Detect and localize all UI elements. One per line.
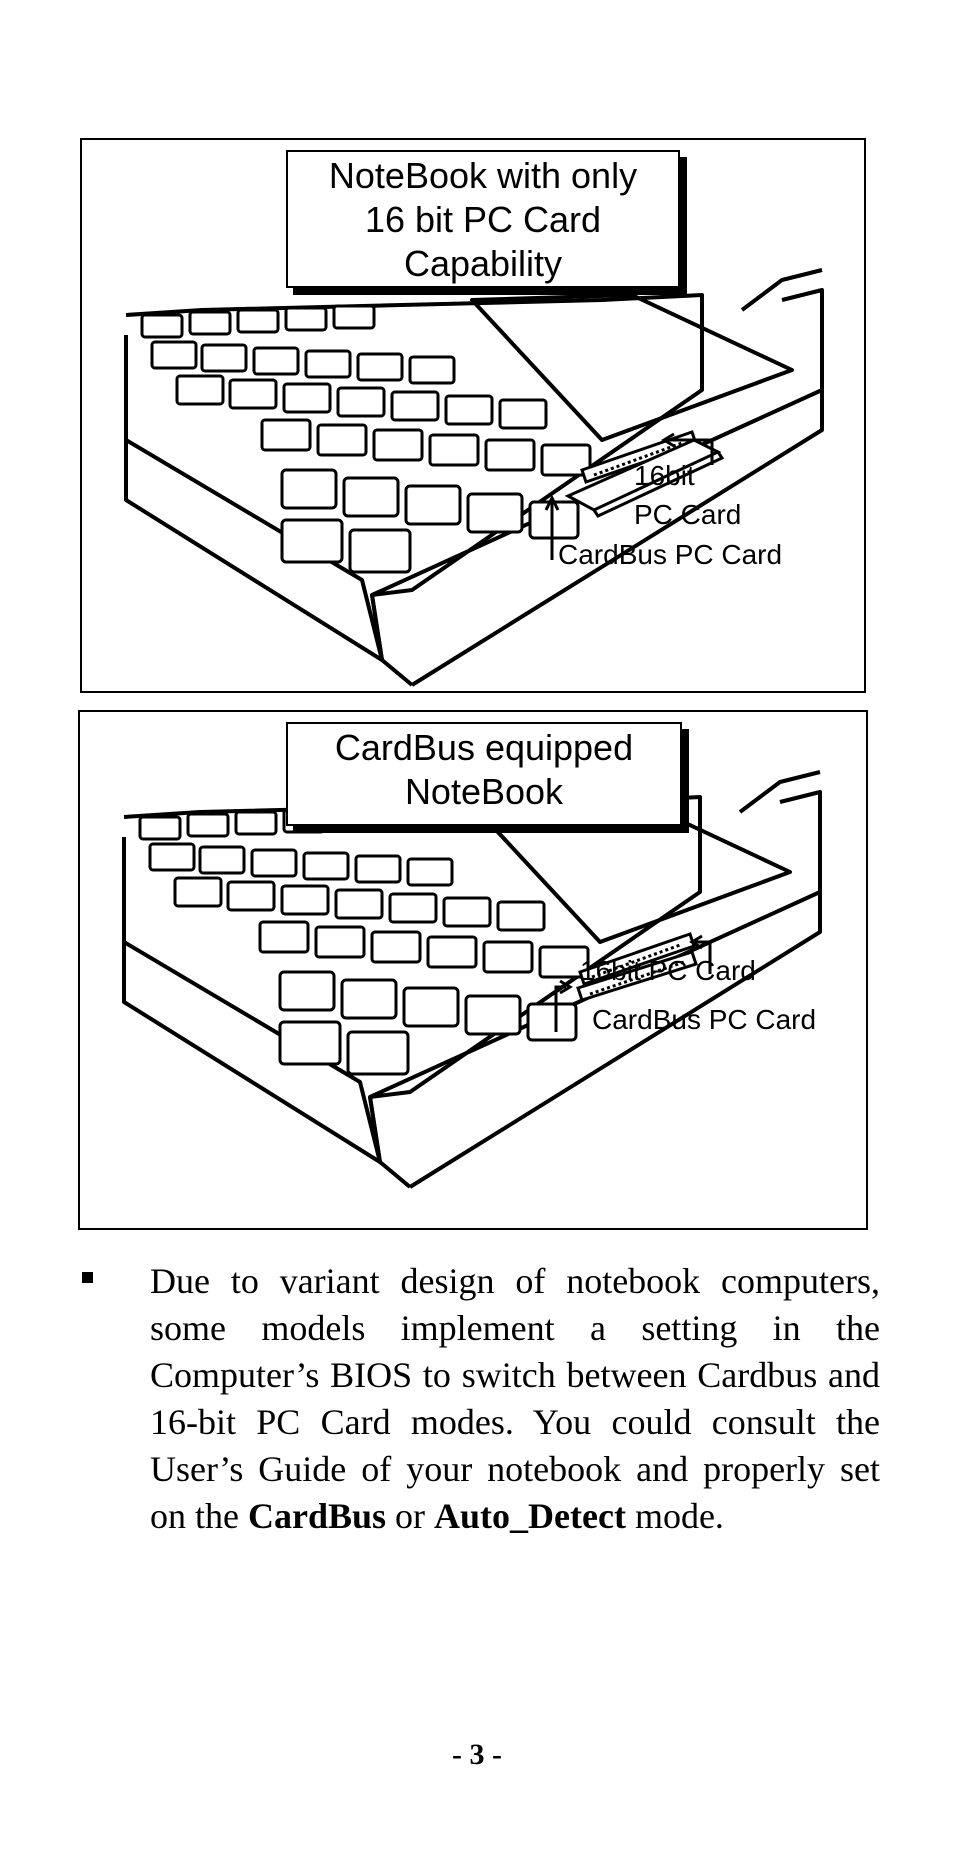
paragraph-text: Due to variant design of notebook comput… [150, 1261, 880, 1536]
cardbus-slot [576, 932, 698, 1002]
figure-caption: NoteBook with only 16 bit PC Card Capabi… [286, 150, 680, 288]
notebook-illustration: 16bit PC Card CardBus PC Card [122, 770, 822, 1189]
label-16bit-line1: 16bit [634, 460, 695, 491]
arrows [554, 934, 712, 1032]
page-number: - 3 - [452, 1738, 502, 1771]
figure-caption: CardBus equipped NoteBook [286, 722, 682, 826]
keyboard-keys [138, 806, 590, 1076]
label-cardbus: CardBus PC Card [558, 539, 782, 570]
label-16bit-line2: PC Card [634, 499, 741, 530]
body-paragraph: Due to variant design of notebook comput… [150, 1258, 880, 1540]
label-16bit: 16bit PC Card [580, 955, 756, 986]
arrows [544, 432, 714, 560]
label-cardbus: CardBus PC Card [592, 1004, 816, 1035]
auto-detect-bold: Auto_Detect [434, 1496, 626, 1536]
square-bullet-icon [82, 1272, 93, 1283]
notebook-illustration: 16bit PC Card CardBus PC Card [124, 268, 824, 687]
figure-16bit-notebook: 16bit PC Card CardBus PC Card NoteBook w… [80, 138, 866, 693]
paragraph-text: or [386, 1496, 435, 1536]
pc-card-slot [564, 430, 725, 518]
paragraph-text: mode. [625, 1496, 724, 1536]
figure-cardbus-notebook: 16bit PC Card CardBus PC Card CardBus eq… [78, 710, 868, 1230]
cardbus-bold: CardBus [247, 1496, 387, 1536]
keyboard-keys [140, 304, 592, 574]
